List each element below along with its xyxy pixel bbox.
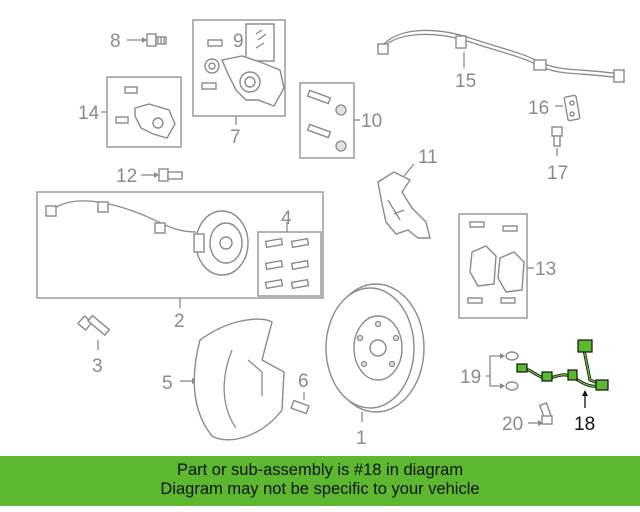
part-10-bolt-kit[interactable] [299, 82, 360, 159]
part-19-clips[interactable] [486, 351, 519, 391]
callout-7: 7 [230, 127, 241, 148]
callout-5: 5 [162, 373, 173, 394]
part-17-bolt[interactable] [551, 126, 563, 156]
callout-2: 2 [174, 311, 185, 332]
part-14-caliper-box[interactable] [101, 76, 182, 148]
info-banner: Part or sub-assembly is #18 in diagram D… [0, 456, 640, 506]
callout-11: 11 [418, 147, 438, 168]
banner-line-1: Part or sub-assembly is #18 in diagram [176, 461, 464, 479]
part-2-hub-assembly[interactable] [36, 191, 324, 308]
part-13-brake-pad-kit[interactable] [458, 213, 534, 319]
parts-diagram: 8 9 7 14 10 [36, 19, 625, 449]
callout-12: 12 [116, 166, 137, 187]
callout-4: 4 [281, 208, 292, 229]
part-5-splash-shield[interactable] [180, 318, 285, 441]
part-4-hardware-kit[interactable] [257, 222, 322, 297]
callout-6: 6 [298, 371, 309, 392]
callout-14: 14 [78, 103, 100, 124]
callout-15: 15 [455, 71, 476, 92]
part-11-caliper-bracket[interactable] [377, 163, 431, 239]
part-16-bracket[interactable] [555, 94, 581, 122]
callout-1: 1 [356, 428, 367, 449]
callout-17: 17 [547, 163, 568, 184]
callout-8: 8 [110, 31, 121, 52]
callout-16: 16 [528, 98, 549, 119]
callout-13: 13 [535, 259, 556, 280]
part-3-bolt[interactable] [76, 314, 111, 350]
callout-19: 19 [460, 367, 481, 388]
banner-line-2: Diagram may not be specific to your vehi… [160, 480, 480, 498]
part-7-caliper-assembly[interactable] [192, 19, 286, 125]
part-1-brake-rotor[interactable] [325, 283, 425, 422]
part-8-bolt[interactable] [127, 33, 167, 47]
callout-18: 18 [574, 414, 595, 435]
callout-9: 9 [233, 31, 244, 52]
part-6-bolt[interactable] [290, 392, 310, 415]
callout-20: 20 [502, 414, 523, 435]
part-20-bolt[interactable] [528, 402, 553, 426]
part-18-brake-hose-harness[interactable] [516, 339, 609, 408]
callout-10: 10 [361, 111, 382, 132]
part-12-bolt[interactable] [141, 168, 183, 182]
callout-3: 3 [92, 356, 103, 377]
part-15-wire-harness[interactable] [377, 29, 625, 83]
